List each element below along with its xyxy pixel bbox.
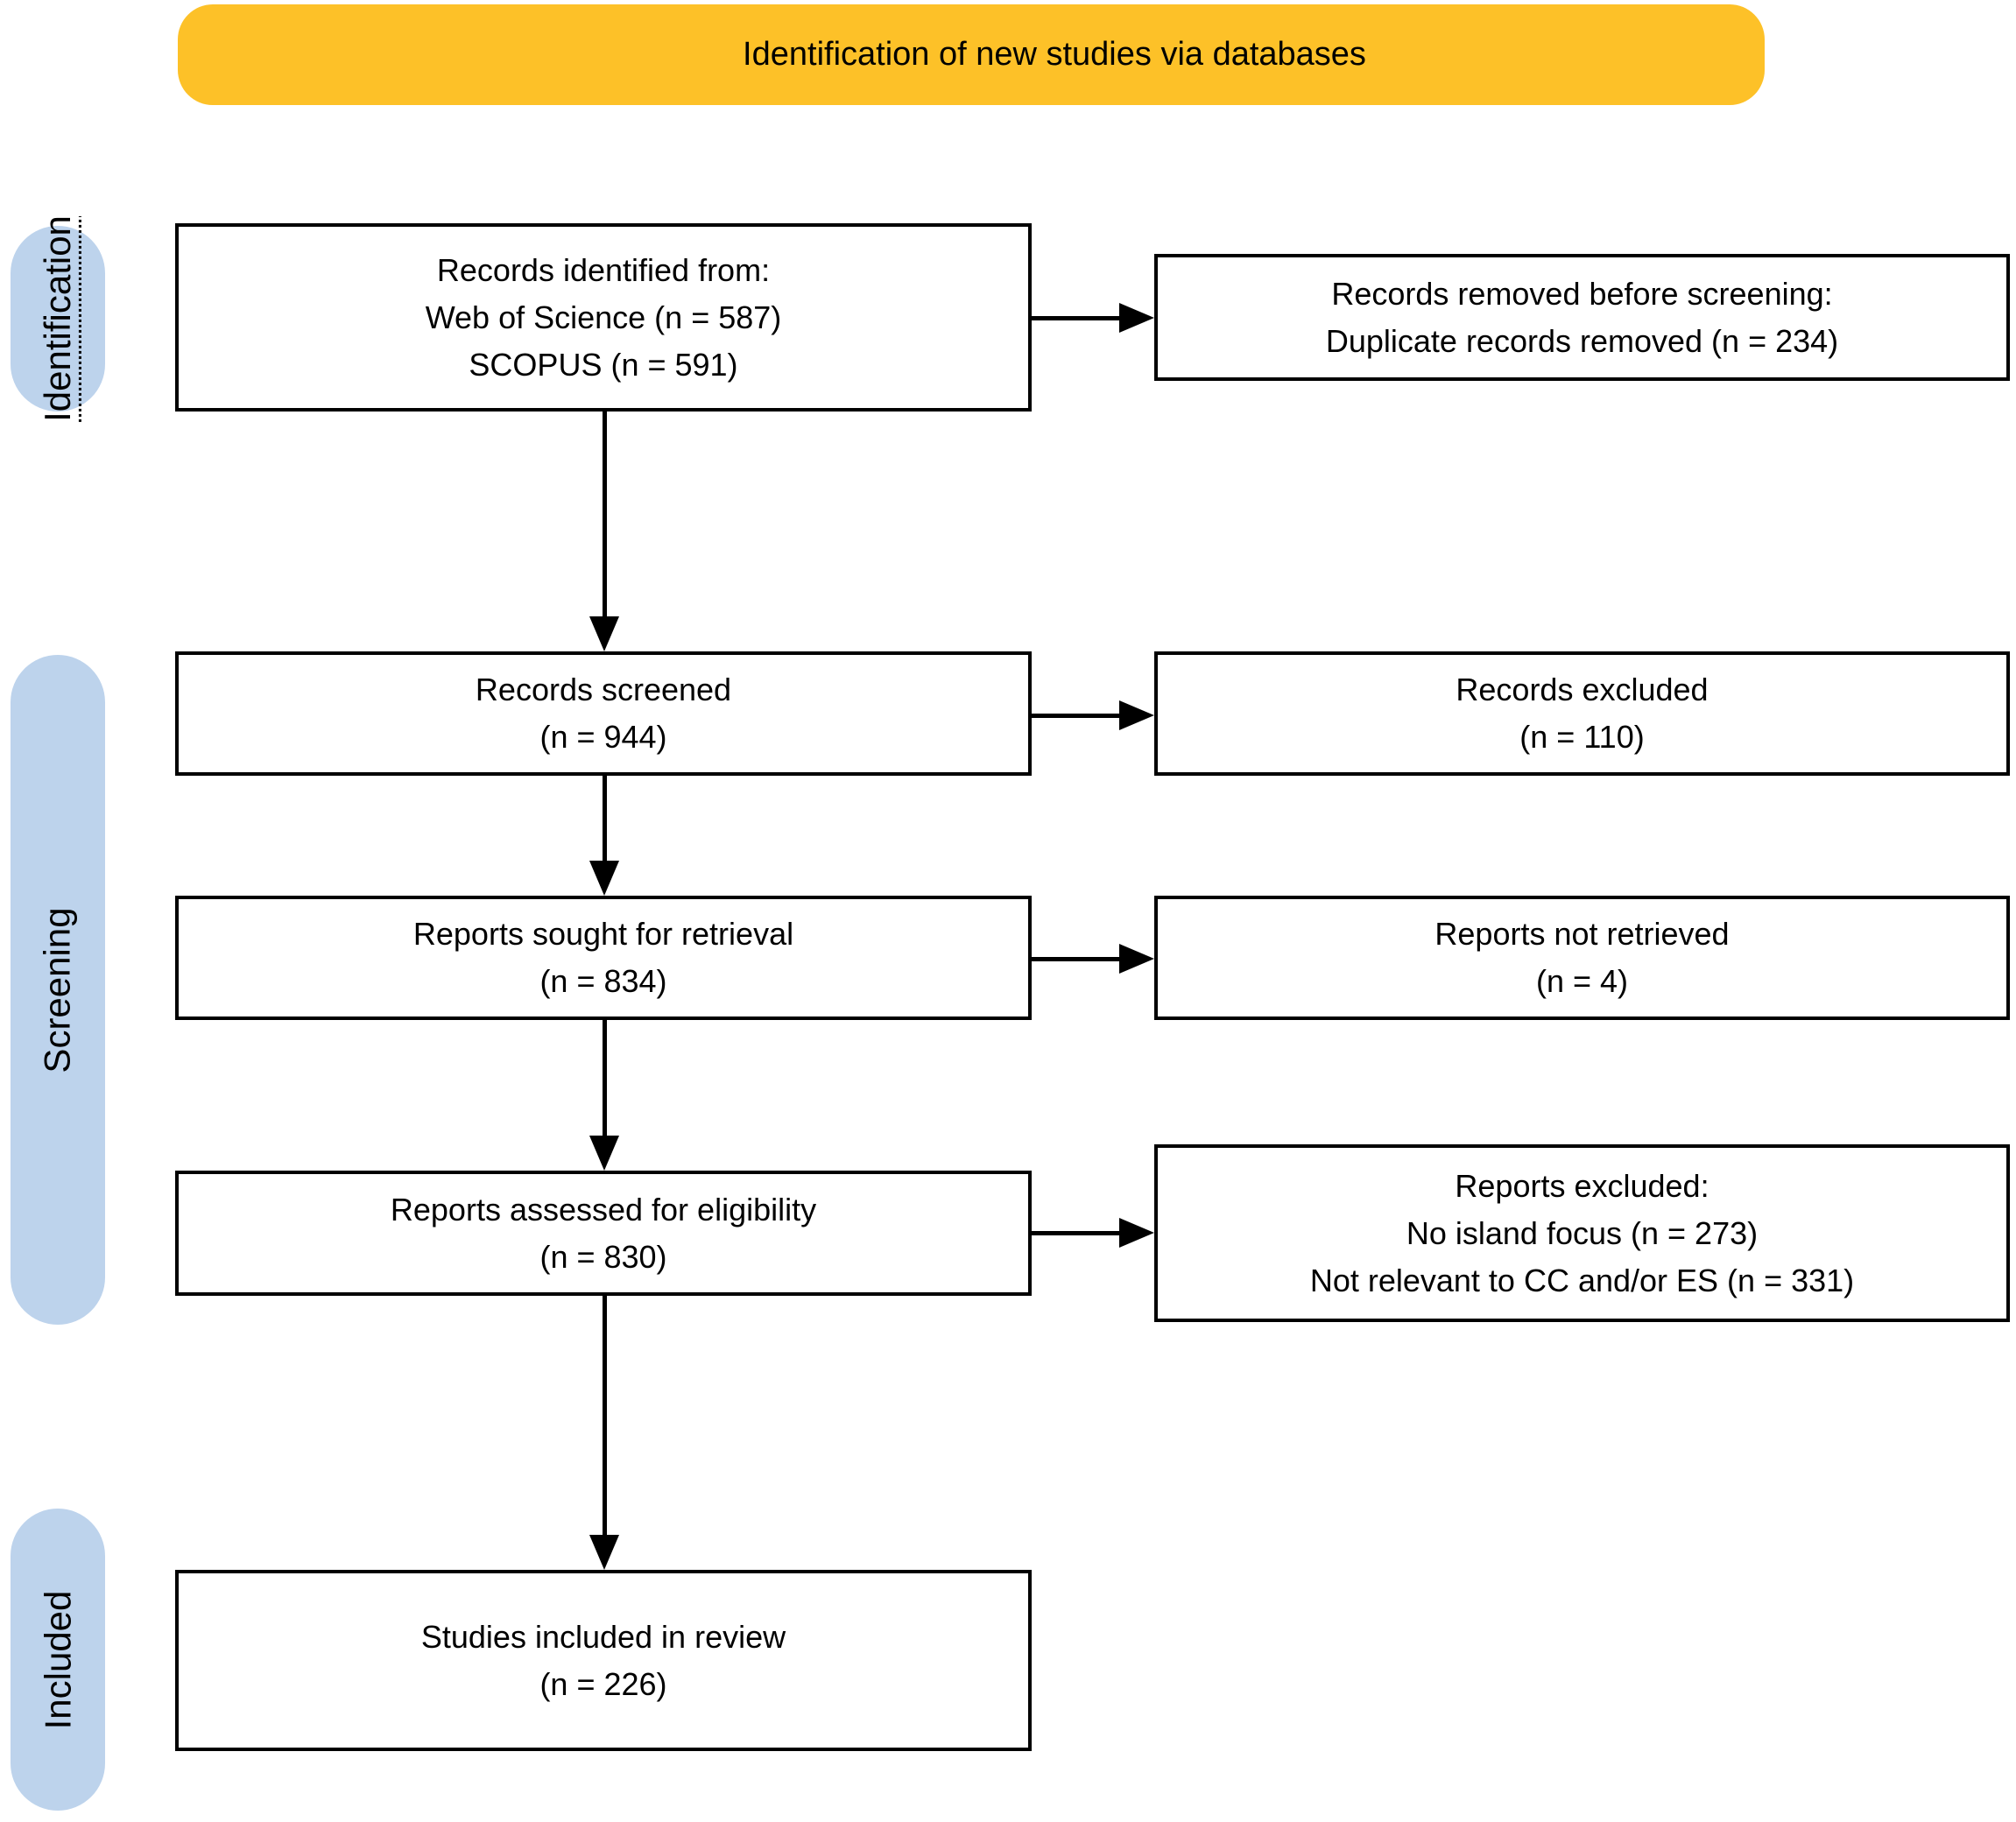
header-banner: Identification of new studies via databa… [178,4,1765,105]
arrow-screened-to-sought [589,776,619,896]
box-reports-not-retrieved: Reports not retrieved (n = 4) [1154,896,2010,1020]
arrow-head-down-icon [589,1136,619,1171]
stage-included-label: Included [37,1590,79,1729]
arrow-shaft [1032,714,1123,718]
arrow-head-right-icon [1119,1218,1154,1248]
box-line: (n = 4) [1535,963,1629,999]
box-line: SCOPUS (n = 591) [469,346,738,383]
box-studies-included: Studies included in review (n = 226) [175,1570,1032,1751]
box-line: Web of Science (n = 587) [425,299,782,335]
arrow-sought-to-assessed [589,1020,619,1171]
stage-identification: Identification [11,215,105,422]
arrow-head-right-icon [1119,700,1154,730]
arrow-shaft [1032,1231,1123,1235]
arrow-shaft [603,412,607,620]
box-reports-sought: Reports sought for retrieval (n = 834) [175,896,1032,1020]
arrow-assessed-to-reports-excluded [1032,1218,1154,1248]
arrow-sought-to-not-retrieved [1032,944,1154,974]
box-line: Reports not retrieved [1434,916,1730,952]
box-line: Duplicate records removed (n = 234) [1325,322,1839,359]
diagram-title: Identification of new studies via databa… [743,36,1366,73]
box-line: Reports assessed for eligibility [390,1191,817,1228]
box-line: Not relevant to CC and/or ES (n = 331) [1309,1262,1855,1298]
box-records-identified: Records identified from: Web of Science … [175,223,1032,412]
arrow-identified-to-removed [1032,303,1154,333]
box-line: Records excluded [1456,672,1709,707]
box-line: (n = 944) [539,719,667,755]
box-records-removed: Records removed before screening: Duplic… [1154,254,2010,381]
box-line: (n = 834) [539,963,667,999]
stage-identification-label: Identification [37,215,79,422]
stage-screening-label: Screening [37,906,78,1073]
arrow-head-down-icon [589,616,619,651]
arrow-shaft [603,776,607,864]
box-line: Records identified from: [436,251,771,288]
box-line: Records removed before screening: [1331,275,1833,312]
box-reports-assessed: Reports assessed for eligibility (n = 83… [175,1171,1032,1296]
arrow-identified-to-screened [589,412,619,651]
box-line: (n = 226) [539,1665,667,1702]
arrow-shaft [603,1020,607,1139]
stage-included: Included [11,1509,105,1811]
stage-screening: Screening [11,655,105,1325]
arrow-screened-to-excluded [1032,700,1154,730]
arrow-shaft [603,1296,607,1538]
box-records-excluded: Records excluded (n = 110) [1154,651,2010,776]
arrow-shaft [1032,316,1123,320]
arrow-assessed-to-included [589,1296,619,1570]
box-line: (n = 110) [1519,719,1645,755]
box-reports-excluded: Reports excluded: No island focus (n = 2… [1154,1144,2010,1322]
arrow-shaft [1032,957,1123,961]
box-line: No island focus (n = 273) [1406,1214,1759,1251]
box-line: Reports excluded: [1455,1167,1709,1204]
box-line: (n = 830) [539,1238,667,1275]
box-records-screened: Records screened (n = 944) [175,651,1032,776]
box-line: Studies included in review [420,1618,786,1655]
arrow-head-right-icon [1119,944,1154,974]
box-line: Reports sought for retrieval [412,916,794,952]
arrow-head-right-icon [1119,303,1154,333]
arrow-head-down-icon [589,1535,619,1570]
arrow-head-down-icon [589,861,619,896]
box-line: Records screened [475,672,732,707]
